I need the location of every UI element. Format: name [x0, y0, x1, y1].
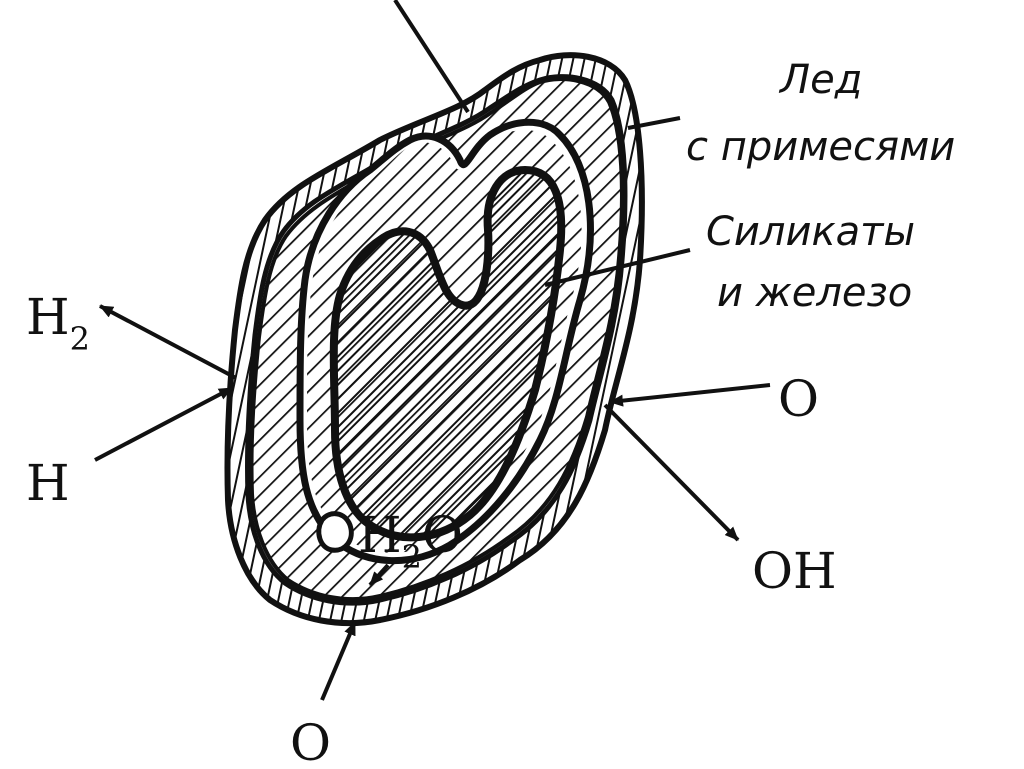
h-incoming-arrow [95, 388, 232, 460]
oh-label: OH [752, 542, 837, 600]
silicates-label-line2: и железо [717, 270, 912, 316]
top-pointer-line [395, 0, 468, 112]
o-label-right: O [778, 370, 819, 428]
h2-label-sub: 2 [70, 320, 90, 358]
o-incoming-arrow-right [610, 385, 770, 402]
h2o-pocket [319, 514, 352, 551]
o-incoming-arrow-bottom [322, 622, 355, 700]
silicates-label-line1: Силикаты [706, 209, 915, 255]
h2o-label-h: H [358, 506, 402, 564]
h2-label: H2 [26, 288, 90, 358]
h2-outgoing-arrow [100, 306, 236, 378]
ice-label-line1: Лед [778, 57, 862, 103]
h2o-label-o: O [422, 506, 463, 564]
h2o-label-sub: 2 [402, 538, 422, 576]
h2-label-main: H [26, 288, 70, 346]
oh-outgoing-arrow [605, 405, 738, 540]
ice-label-line2: с примесями [686, 124, 955, 170]
h-label: H [26, 454, 70, 512]
o-label-bottom: O [290, 714, 331, 769]
